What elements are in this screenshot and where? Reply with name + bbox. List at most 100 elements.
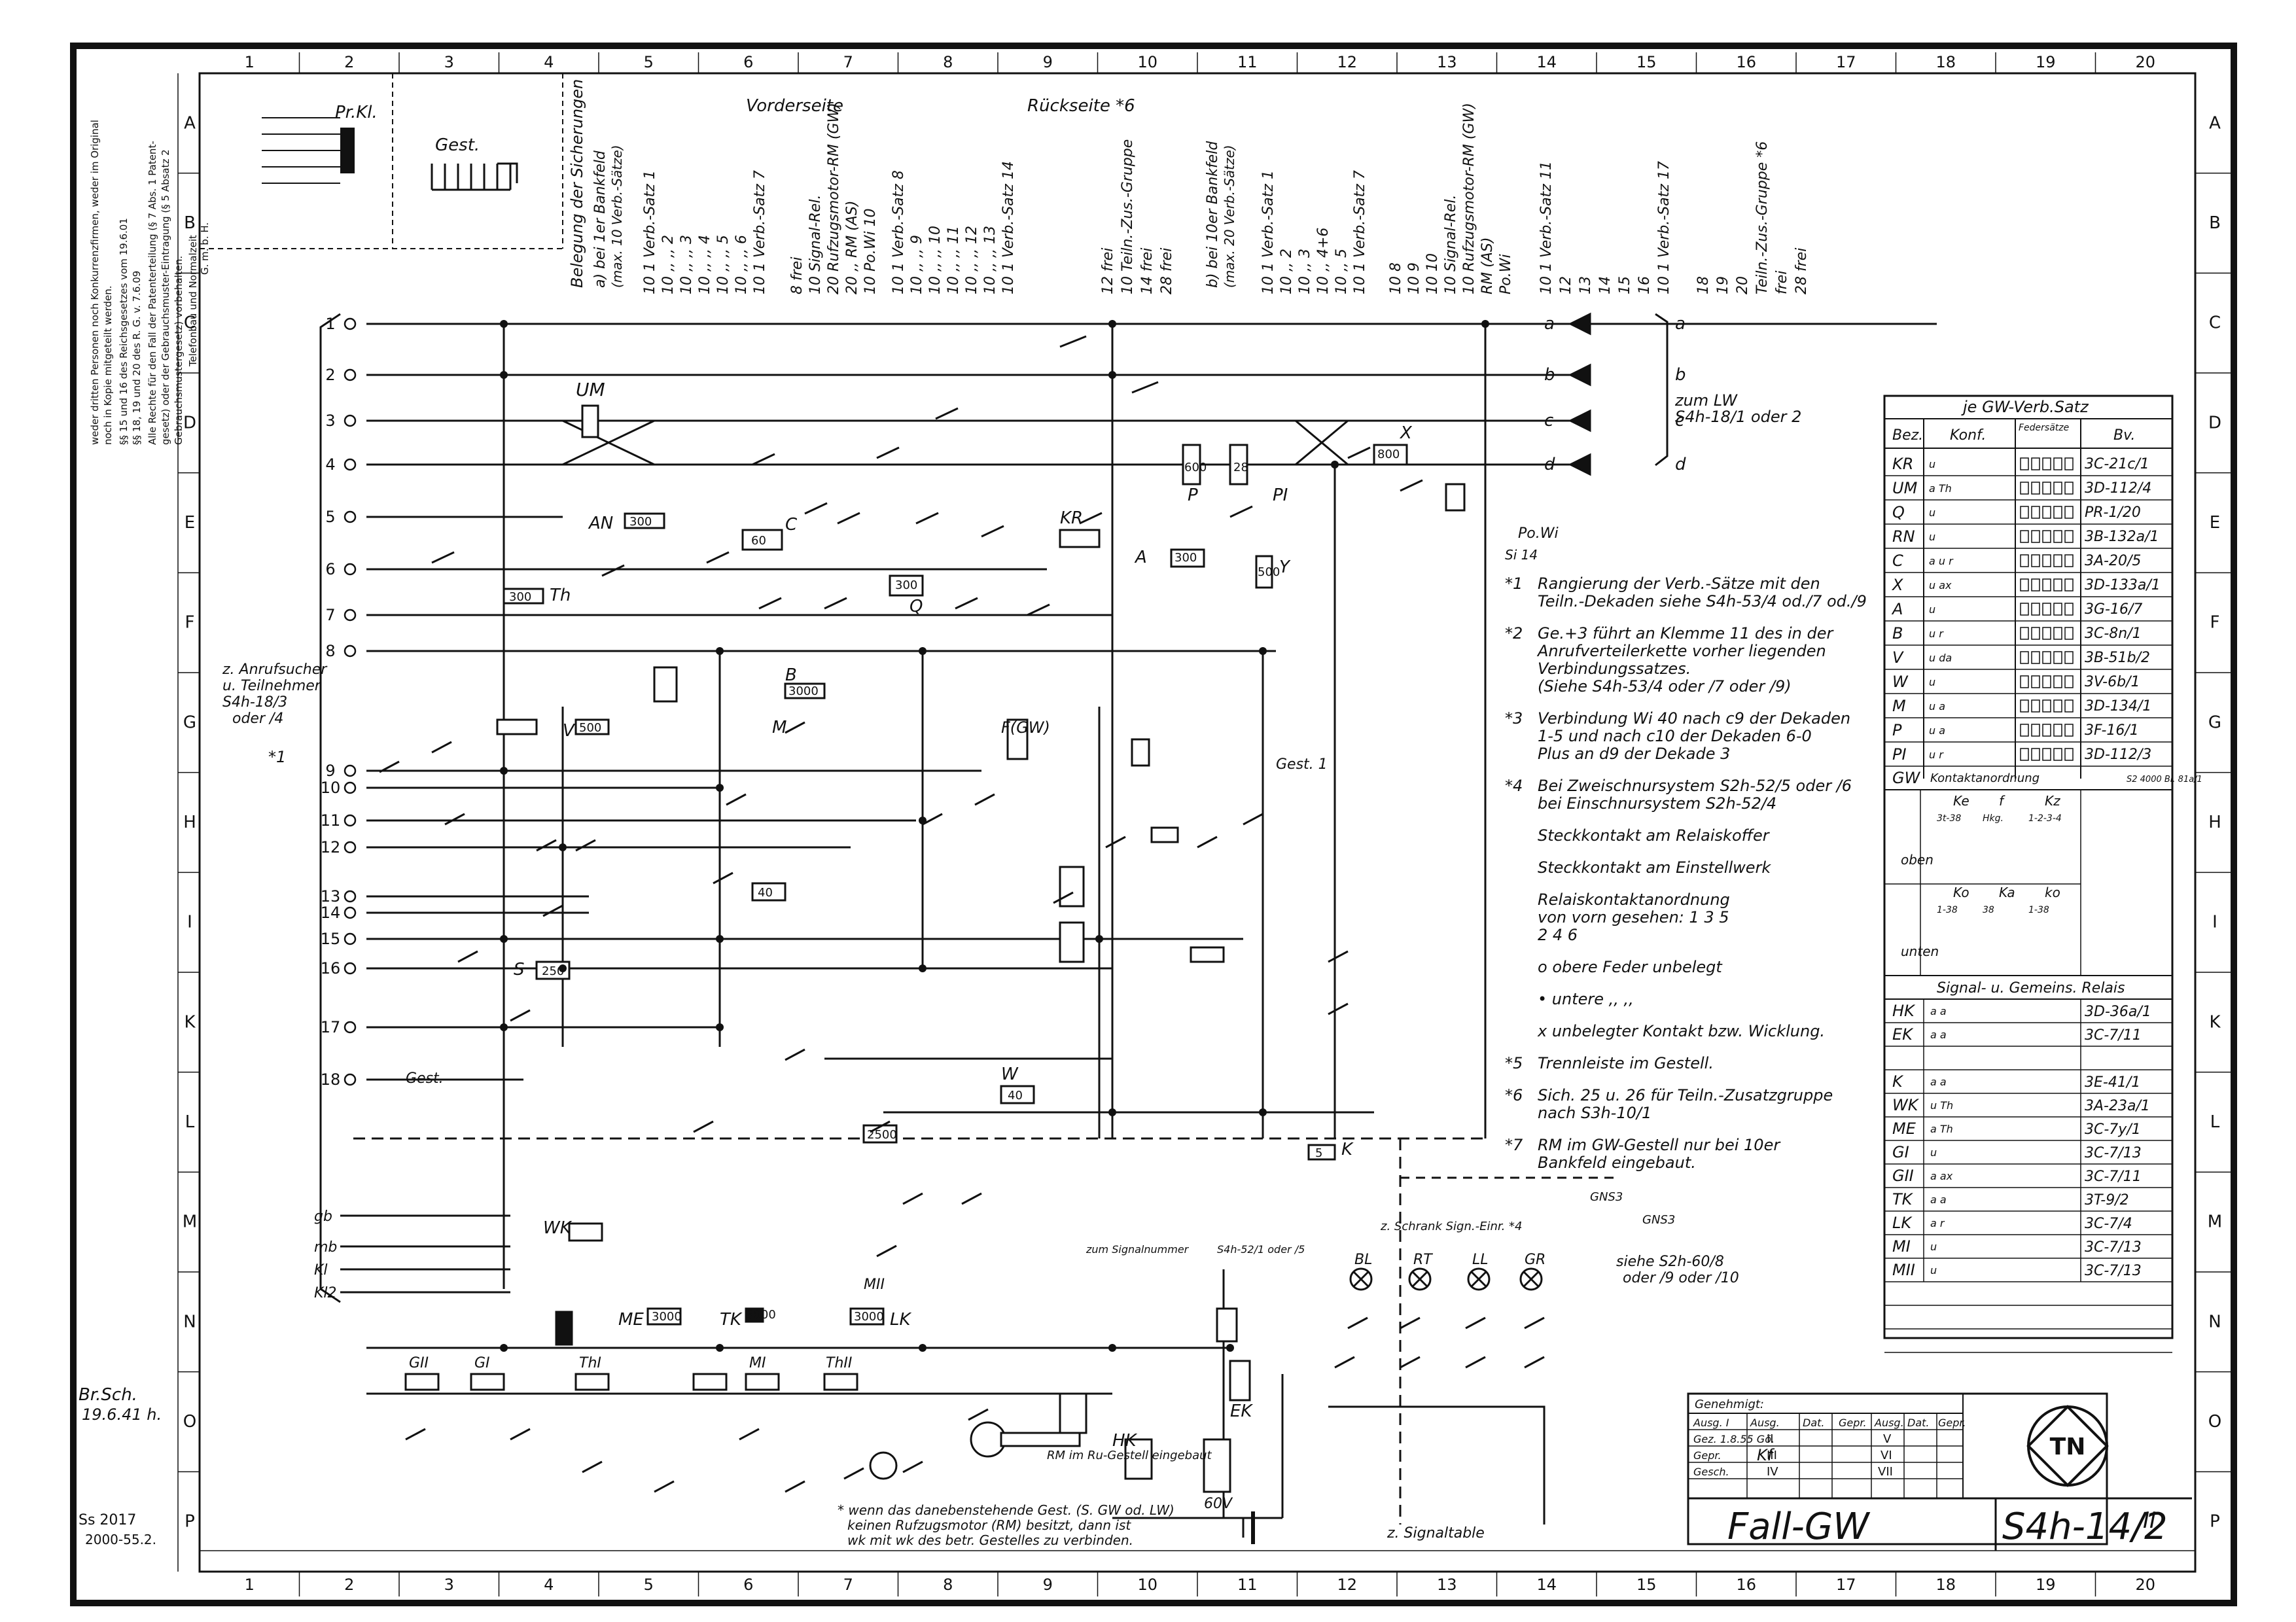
signal-row-bv: 3C-7y/1 [2085,1121,2141,1138]
row-label: C [184,313,196,333]
kontakt-val: 3t-38 [1937,813,1961,824]
fuse-entry-text: 10 ,, ,, 6 [733,235,750,294]
column-label: 9 [1043,1576,1053,1594]
row-label: H [183,813,196,832]
junction-dot [716,935,724,943]
gns3-label-1: GNS3 [1590,1190,1623,1204]
column-label: 1 [245,1576,255,1594]
gw-text: Kontaktanordnung [1930,771,2040,785]
row-label: O [2208,1412,2221,1432]
relay-row-bv: 3G-16/7 [2085,601,2142,618]
spring-set-glyph [2031,651,2040,664]
relay-lk-value: 3000 [854,1310,884,1324]
fuse-entry-text: 10 1 Verb.-Satz 17 [1656,161,1672,294]
relay-s-label: S [514,960,525,979]
fuse-bank-b: b) bei 10er Bankfeld [1205,141,1221,288]
spring-set-glyph [2020,724,2029,737]
fuse-entry: 10 ,, ,, 11 [945,226,962,294]
relay-row-bez: PI [1892,745,1907,764]
relay-k-label: K [1341,1140,1354,1159]
spring-set-glyph [2053,530,2062,543]
relay-a-label: A [1134,548,1147,567]
terminal-circle [344,1021,357,1034]
signal-row-bv: 3C-7/11 [2085,1027,2142,1044]
note-mark: *5 [1505,1054,1523,1072]
spring-set-glyph [2053,699,2062,713]
relay-row-bez: UM [1892,479,1918,497]
row-label: I [2212,913,2217,932]
note-mark: *6 [1505,1086,1523,1104]
kontakt-unten: unten [1901,943,1939,959]
relay-an-value: 300 [629,515,652,529]
terminal-circle [344,608,357,622]
signal-row-bez: K [1892,1072,1904,1091]
spring-set-glyph [2053,651,2062,664]
fuse-entry-text: 10 8 [1388,262,1404,294]
lw-note-2: S4h-18/1 oder 2 [1675,408,1801,426]
spring-set-glyph [2053,675,2062,688]
fuse-entry-text: 10 1 Verb.-Satz 7 [752,170,768,294]
spring-set-glyph [2064,724,2074,737]
terminal-number: 18 [321,1070,341,1089]
fuse-entry: 10 ,, ,, 13 [982,226,998,294]
column-label: 2 [344,53,354,71]
spring-set-glyph [2020,457,2029,470]
line-letter: a [1544,314,1555,334]
relay-c-value: 60 [751,534,766,548]
signal-lamps [1349,1267,1543,1291]
relay-row-bez: C [1892,552,1903,570]
junction-dot [1108,1108,1116,1116]
fuse-entry-text: 10 ,, 3 [1297,249,1313,294]
legal-line-8: Telefonbau und Normalzeit [187,235,199,367]
fuse-entry-text: 28 frei [1159,248,1175,294]
spring-set-glyph [2064,530,2074,543]
note-text: o obere Feder unbelegt [1538,958,1723,976]
battery-icon [1242,1511,1255,1544]
column-label: 20 [2135,1576,2155,1594]
tb-ausg-mid-3: IV [1767,1465,1778,1479]
note-mark: *7 [1505,1136,1523,1154]
line-letter: c [1675,411,1684,431]
spring-set-glyph [2053,554,2062,567]
note-text: von vorn gesehen: 1 3 5 [1538,908,1729,926]
relay-row-bv: 3V-6b/1 [2085,674,2140,690]
terminal-circle [344,814,357,827]
junction-dot [500,371,508,379]
line-letter: c [1544,411,1553,431]
fuse-entry-text: 14 [1597,276,1614,294]
relay-mi-label: MI [749,1355,766,1371]
relay-row-bez: RN [1892,527,1915,546]
relay-row-bv: 3B-132a/1 [2085,529,2159,545]
legal-line-4: §§ 18, 19 und 20 des R. G. v. 7.6.09 [131,271,143,445]
relay-coils [404,404,1466,1493]
fuse-entry: 10 ,, ,, 9 [909,235,925,294]
column-label: 7 [843,53,853,71]
terminal-number: 13 [321,887,341,906]
tb-gepr-signature: Kf [1757,1446,1775,1464]
signal-title: Signal- u. Gemeins. Relais [1937,980,2125,996]
tb-gepr-head-2: Gepr. [1938,1417,1966,1429]
terminal-number: gb [314,1208,332,1225]
gw-label: GW [1892,769,1921,787]
spring-set-glyph [2031,506,2040,519]
relay-th-value: 300 [509,590,531,604]
drawing-number: S4h-14/2 [2002,1506,2168,1548]
spring-set-glyph [2020,651,2029,664]
fuse-entry: 10 ,, 5 [1333,249,1350,294]
signal-row-konf: a Th [1930,1123,1953,1135]
fuse-entry: 18 [1695,276,1712,294]
signal-row-konf: u [1930,1264,1937,1277]
relay-kr-label: KR [1060,508,1083,528]
junction-dot [919,964,927,972]
note-text: RM im GW-Gestell nur bei 10er [1538,1136,1781,1154]
terminal-number: 17 [321,1018,341,1036]
terminal-number: 7 [325,606,335,624]
relay-hk-label: HK [1112,1431,1138,1451]
legal-line-5: Alle Rechte für den Fall der Patentertei… [147,141,158,445]
signal-row-bv: 3C-7/13 [2085,1263,2142,1279]
contacts [379,335,1545,1493]
fuse-entry: 10 1 Verb.-Satz 8 [891,170,907,294]
terminal-number: 8 [325,642,335,660]
